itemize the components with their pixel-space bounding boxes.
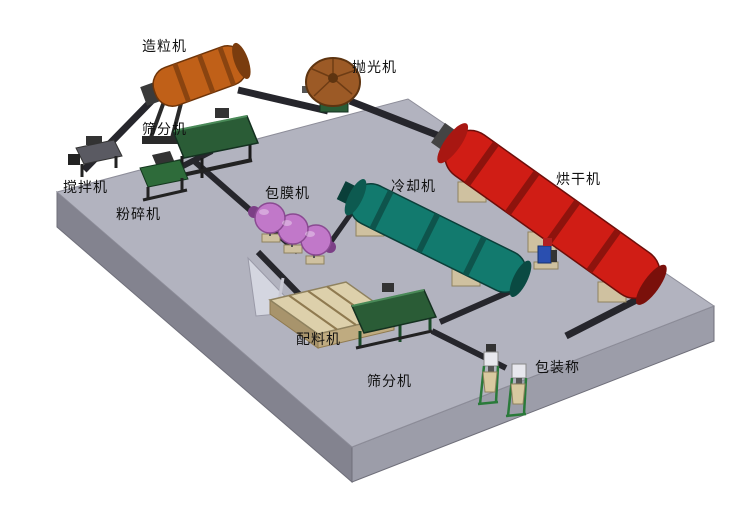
packer1-neck — [488, 366, 494, 372]
coater-sphere-1 — [254, 202, 286, 234]
label-screener-lower: 筛分机 — [367, 374, 412, 390]
screener-upper-base — [177, 158, 253, 178]
dryer-ring-4 — [586, 228, 622, 274]
cooler-ring-2 — [416, 212, 441, 254]
screener-lower-rim — [351, 289, 425, 307]
screener-lower-motor — [382, 283, 394, 292]
cooler-feed-stub — [336, 181, 359, 206]
conveyor-polisher-to-dryer — [348, 97, 449, 143]
packer2-leg-2 — [522, 377, 528, 415]
machine-screener-lower — [350, 283, 438, 350]
machine-cooler — [336, 179, 532, 297]
machine-elevator — [533, 238, 559, 270]
label-granulator: 造粒机 — [142, 39, 187, 55]
label-batcher: 配料机 — [296, 332, 341, 348]
machine-crusher — [139, 151, 189, 202]
mixer-motor — [86, 136, 102, 145]
cooler-ring-1 — [369, 189, 394, 231]
conveyor-dryer-discharge — [564, 290, 650, 340]
dryer-ring-3 — [545, 199, 581, 245]
dryer-ring-2 — [504, 170, 540, 216]
coater-highlight-2 — [282, 220, 292, 226]
elevator-body — [537, 245, 552, 264]
coater-highlight-3 — [305, 231, 315, 237]
packer1-bag — [482, 371, 498, 393]
cooler-end-cap-right — [509, 260, 532, 297]
batcher-divider-1 — [288, 294, 338, 331]
label-dryer: 烘干机 — [556, 172, 601, 188]
mixer-body — [75, 139, 123, 165]
elevator-motor — [551, 250, 557, 262]
label-polisher: 抛光机 — [352, 60, 397, 76]
machine-coater — [248, 202, 336, 265]
label-crusher: 粉碎机 — [116, 207, 161, 223]
packer1-foot — [477, 400, 499, 406]
packer1-head — [483, 351, 499, 367]
label-screener-upper: 筛分机 — [142, 122, 187, 138]
label-mixer: 搅拌机 — [63, 180, 108, 196]
conveyor-coater-to-cooler — [325, 210, 355, 248]
granulator-ring-2 — [196, 54, 216, 94]
packer2-neck — [516, 378, 522, 384]
cooler-end-cap-left — [344, 179, 367, 216]
dryer-end-cap-right — [635, 264, 667, 305]
machine-dryer — [431, 122, 667, 305]
coater-highlight-1 — [259, 209, 269, 215]
crusher-body — [139, 159, 189, 188]
packer1-hopper — [486, 344, 496, 352]
granulator-end-cap — [232, 42, 251, 79]
dryer-ring-1 — [464, 141, 499, 187]
machine-screener-upper — [171, 108, 260, 178]
screener-upper-motor — [215, 108, 229, 118]
packer2-head — [511, 363, 527, 379]
packer2-bag — [510, 383, 526, 405]
label-cooler: 冷却机 — [391, 179, 436, 195]
dryer-end-cap-left — [437, 123, 469, 164]
label-coater: 包膜机 — [265, 186, 310, 202]
packer1-leg-2 — [494, 365, 500, 403]
conveyor-granulator-to-polisher — [237, 86, 329, 115]
mixer-outlet — [68, 154, 80, 165]
crusher-base — [142, 188, 188, 202]
machine-polisher — [302, 57, 361, 113]
screener-upper-rim — [172, 115, 248, 132]
granulator-ring-1 — [172, 63, 191, 103]
packer2-foot — [505, 412, 527, 418]
cooler-ring-3 — [462, 236, 487, 277]
machine-granulator — [140, 42, 251, 144]
elevator-top-box — [543, 238, 552, 246]
granulator-ring-3 — [217, 46, 236, 86]
polisher-hub — [328, 73, 338, 83]
label-packer: 包装称 — [535, 360, 580, 376]
dryer-feed-chute — [431, 122, 459, 152]
machine-mixer — [68, 136, 123, 177]
machine-packer — [477, 344, 528, 418]
screener-lower-base — [355, 329, 433, 350]
batcher-divider-2 — [307, 290, 357, 326]
granulator-base — [142, 136, 186, 144]
